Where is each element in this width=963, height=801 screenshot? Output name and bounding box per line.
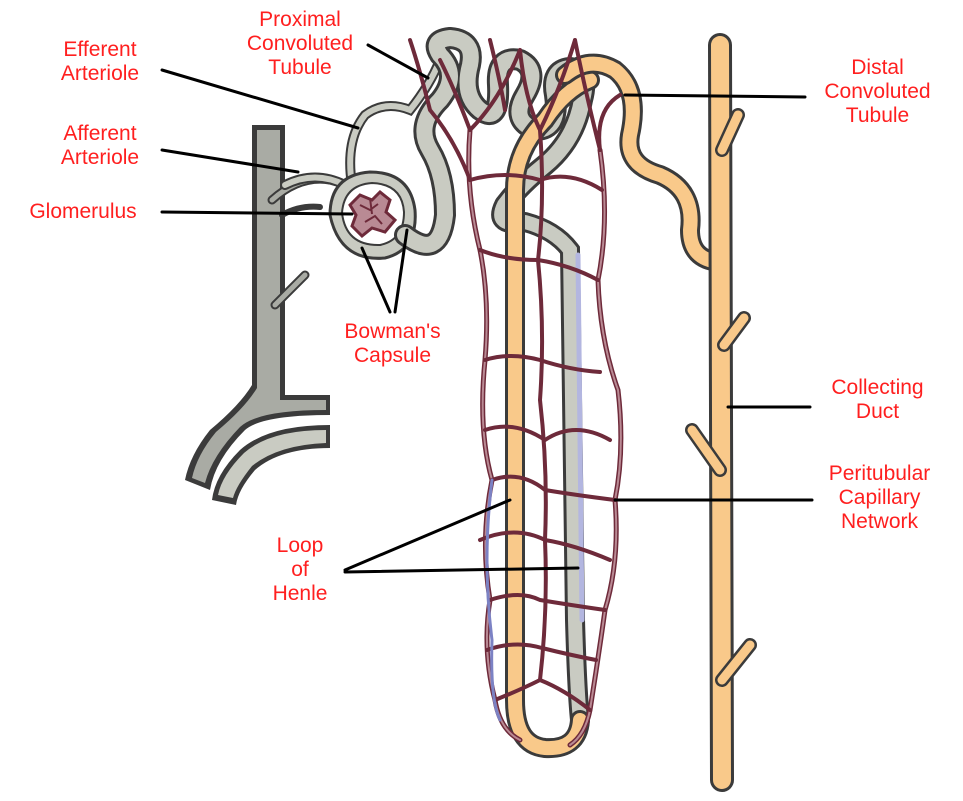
- label-proximal-line-1: Proximal: [225, 8, 375, 32]
- label-glomerulus: Glomerulus: [8, 200, 158, 224]
- label-collecting-line-1: Collecting: [810, 376, 945, 400]
- label-proximal-convoluted-tubule: Proximal Convoluted Tubule: [225, 8, 375, 80]
- label-peritubular-line-3: Network: [812, 510, 947, 534]
- label-peritubular-line-1: Peritubular: [812, 462, 947, 486]
- label-afferent-arteriole: Afferent Arteriole: [40, 122, 160, 170]
- label-distal-line-3: Tubule: [810, 104, 945, 128]
- leader-distal: [625, 95, 805, 97]
- leader-loop-lower: [345, 568, 578, 572]
- leader-proximal: [368, 45, 428, 78]
- label-proximal-line-3: Tubule: [225, 56, 375, 80]
- label-peritubular-line-2: Capillary: [812, 486, 947, 510]
- label-afferent-line-2: Arteriole: [40, 146, 160, 170]
- label-loop-of-henle: Loop of Henle: [255, 534, 345, 606]
- label-efferent-arteriole: Efferent Arteriole: [40, 38, 160, 86]
- glomerulus-tuft: [350, 192, 395, 236]
- label-loop-line-1: Loop: [255, 534, 345, 558]
- label-efferent-line-1: Efferent: [40, 38, 160, 62]
- label-loop-line-3: Henle: [255, 582, 345, 606]
- leader-glomerulus: [162, 212, 352, 214]
- label-afferent-line-1: Afferent: [40, 122, 160, 146]
- label-bowman-line-2: Capsule: [325, 344, 460, 368]
- collecting-duct: [692, 45, 750, 780]
- label-distal-convoluted-tubule: Distal Convoluted Tubule: [810, 56, 945, 128]
- label-peritubular-capillary-network: Peritubular Capillary Network: [812, 462, 947, 534]
- label-distal-line-2: Convoluted: [810, 80, 945, 104]
- label-proximal-line-2: Convoluted: [225, 32, 375, 56]
- label-efferent-line-2: Arteriole: [40, 62, 160, 86]
- label-glomerulus-line-1: Glomerulus: [8, 200, 158, 224]
- label-collecting-line-2: Duct: [810, 400, 945, 424]
- label-bowmans-capsule: Bowman's Capsule: [325, 320, 460, 368]
- label-bowman-line-1: Bowman's: [325, 320, 460, 344]
- label-loop-line-2: of: [255, 558, 345, 582]
- label-distal-line-1: Distal: [810, 56, 945, 80]
- label-collecting-duct: Collecting Duct: [810, 376, 945, 424]
